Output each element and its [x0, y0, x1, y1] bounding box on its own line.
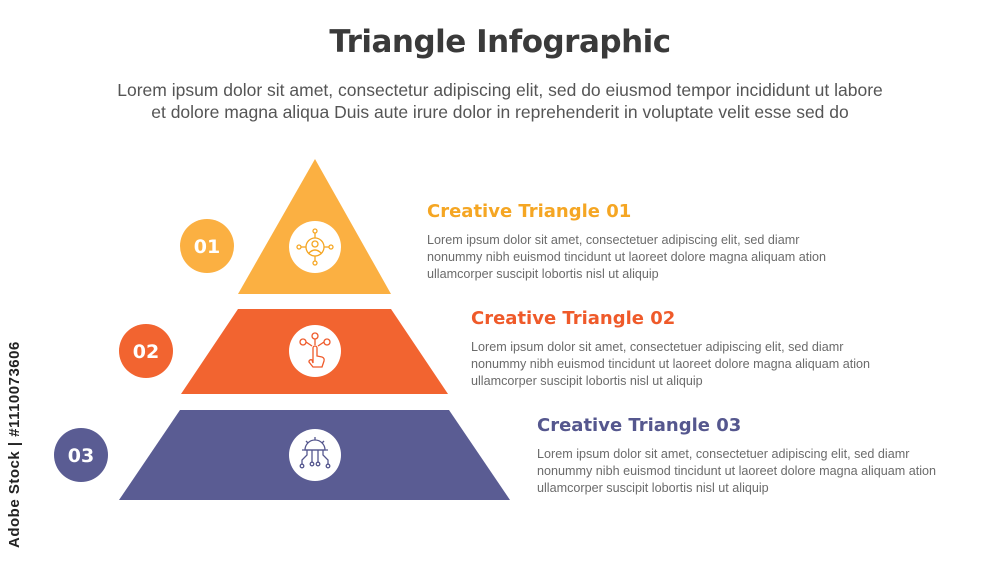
- badge-label-01: 01: [194, 236, 220, 258]
- stock-watermark-id: Adobe Stock | #1110073606: [6, 341, 23, 548]
- item-heading-1: Creative Triangle 01: [427, 201, 632, 222]
- badge-label-02: 02: [133, 341, 159, 363]
- badge-label-03: 03: [68, 445, 94, 467]
- item-text-2: Lorem ipsum dolor sit amet, consectetuer…: [471, 340, 871, 388]
- touch-network-icon: [289, 325, 341, 377]
- item-block-1: Creative Triangle 01 Lorem ipsum dolor s…: [427, 201, 837, 283]
- page-title: Triangle Infographic: [329, 24, 671, 60]
- page-subtitle: Lorem ipsum dolor sit amet, consectetur …: [30, 79, 970, 123]
- network-user-icon: [289, 221, 341, 273]
- item-heading-2: Creative Triangle 02: [471, 308, 676, 329]
- item-block-3: Creative Triangle 03 Lorem ipsum dolor s…: [537, 415, 947, 497]
- item-text-3: Lorem ipsum dolor sit amet, consectetuer…: [537, 447, 937, 495]
- number-badge-01: 01: [180, 219, 234, 273]
- number-badge-03: 03: [54, 428, 108, 482]
- gear-circuit-icon: [289, 429, 341, 481]
- item-heading-3: Creative Triangle 03: [537, 415, 742, 436]
- subtitle-line-2: et dolore magna aliqua Duis aute irure d…: [151, 102, 849, 122]
- number-badge-02: 02: [119, 324, 173, 378]
- item-text-1: Lorem ipsum dolor sit amet, consectetuer…: [427, 233, 827, 281]
- item-block-2: Creative Triangle 02 Lorem ipsum dolor s…: [471, 308, 881, 390]
- subtitle-line-1: Lorem ipsum dolor sit amet, consectetur …: [117, 80, 883, 100]
